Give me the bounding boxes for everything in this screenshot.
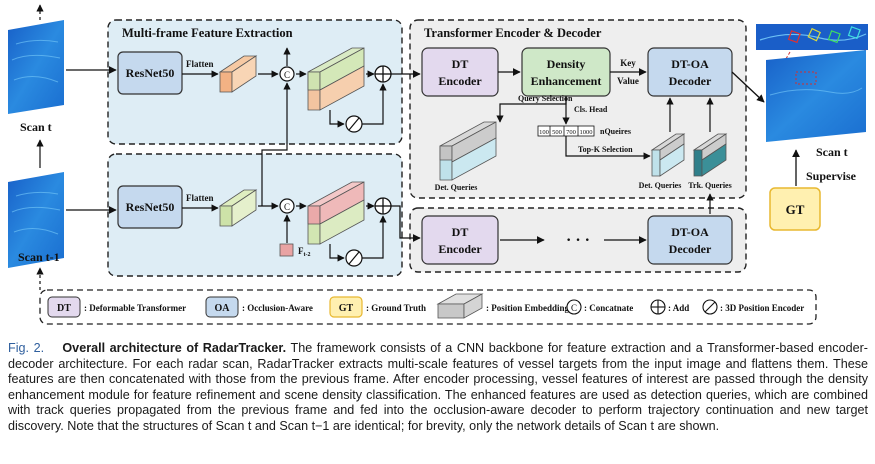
legend-dt-box	[47, 296, 81, 318]
legend-gt-label: GT	[339, 303, 354, 314]
dt-oa-top-l2: Decoder	[669, 74, 712, 88]
legend-gt-box	[329, 296, 363, 318]
nq-700: 700	[566, 129, 576, 136]
ellipsis-dots: · · ·	[566, 232, 590, 249]
legend-oa-box	[205, 296, 239, 318]
dt-oa-top-l1: DT-OA	[671, 57, 709, 71]
legend-gt-text: : Ground Truth	[366, 303, 426, 313]
pos-encoder-bottom	[329, 215, 387, 267]
topk-arrow	[565, 136, 651, 160]
legend-add-text: : Add	[668, 303, 689, 313]
dt-encoder-top-l2: Encoder	[438, 74, 482, 88]
transformer-title: Transformer Encoder & Decoder	[424, 26, 602, 40]
density-label-l1: Density	[547, 57, 586, 71]
figure-caption: Fig. 2. Overall architecture of RadarTra…	[8, 341, 868, 435]
supervise-label: Supervise	[806, 169, 857, 183]
dt-encoder-top-l1: DT	[452, 57, 469, 71]
concat-cube-bottom	[307, 181, 365, 245]
nq-100: 100	[539, 129, 549, 136]
query-selection-label: Query Selection	[518, 94, 573, 103]
resnet-block-bottom	[117, 185, 183, 229]
cls-head-label: Cls. Head	[574, 105, 608, 114]
key-label: Key	[620, 58, 636, 68]
density-enhancement-block	[521, 47, 611, 97]
legend-concat-symbol: C	[571, 303, 577, 313]
dt-oa-bottom-l2: Decoder	[669, 242, 712, 256]
add-circle-bottom	[374, 197, 392, 215]
legend-dt-text: : Deformable Transformer	[84, 303, 186, 313]
caption-label: Fig. 2.	[8, 341, 45, 355]
det-queries-label-right: Det. Queries	[639, 181, 682, 190]
legend-position-embedding-icon	[436, 293, 484, 319]
dt-encoder-bottom-l2: Encoder	[438, 242, 482, 256]
trk-queries-cube	[692, 133, 728, 177]
dt-oa-decoder-bottom	[647, 215, 733, 265]
legend-3d-encoder-text: : 3D Position Encoder	[720, 303, 804, 313]
flatten-label-top: Flatten	[186, 59, 214, 69]
legend-3d-encoder-icon	[702, 299, 718, 315]
scan-t-image	[8, 20, 64, 114]
f-t2-label: Ft-2	[298, 246, 311, 258]
feature-cube-green-bottom	[218, 189, 258, 227]
output-zoom-image	[756, 24, 868, 50]
caption-body: The framework consists of a CNN backbone…	[8, 341, 868, 433]
det-queries-cube-left	[439, 121, 497, 181]
trk-queries-label: Trk. Queries	[688, 181, 731, 190]
concat-cube-top	[307, 47, 365, 111]
dt-encoder-top	[421, 47, 499, 97]
gt-block	[769, 187, 821, 231]
value-label: Value	[617, 76, 639, 86]
multiframe-panel-top	[107, 19, 403, 145]
dt-oa-decoder-top	[647, 47, 733, 97]
dt-oa-bottom-l1: DT-OA	[671, 225, 709, 239]
legend-pos-text: : Position Embedding	[486, 303, 570, 313]
legend-add-icon	[650, 299, 666, 315]
decoder-to-output-arrow	[731, 71, 765, 103]
gt-label: GT	[786, 202, 805, 217]
f-t2-box	[279, 243, 294, 257]
dt-encoder-bottom	[421, 215, 499, 265]
frame-link-arrow	[261, 82, 291, 206]
scan-t1-image	[8, 172, 64, 268]
nq-500: 500	[552, 129, 562, 136]
resnet-label-bottom: ResNet50	[126, 200, 175, 214]
dt-encoder-bottom-l1: DT	[452, 225, 469, 239]
concat-circle-bottom	[279, 198, 295, 214]
architecture-diagram: Multi-frame Feature Extraction Transform…	[8, 4, 868, 325]
nqueries-table	[537, 125, 595, 137]
legend-concat-text: : Concatnate	[584, 303, 633, 313]
concat-symbol-bottom: C	[284, 202, 290, 212]
concat-symbol-top: C	[284, 70, 290, 80]
add-to-encoder-bottom	[391, 205, 421, 242]
resnet-block-top	[117, 51, 183, 95]
caption-title: Overall architecture of RadarTracker.	[62, 341, 287, 355]
multiframe-panel-bottom	[107, 153, 403, 277]
nq-1000: 1000	[580, 129, 593, 136]
scan-t-label: Scan t	[20, 120, 52, 134]
det-queries-label-left: Det. Queries	[435, 183, 478, 192]
det-queries-cube-right	[650, 133, 686, 177]
scan-t1-label: Scan t-1	[18, 250, 60, 264]
legend-concat-icon	[566, 299, 582, 315]
legend-oa-label: OA	[215, 303, 231, 314]
concat-circle-top	[279, 66, 295, 82]
legend-dt-label: DT	[57, 303, 71, 314]
legend-oa-text: : Occlusion-Aware	[242, 303, 313, 313]
flatten-label-bottom: Flatten	[186, 193, 214, 203]
nqueries-label: nQueires	[600, 127, 631, 136]
output-scan-image	[766, 50, 866, 142]
topk-label: Top-K Selection	[578, 145, 633, 154]
density-label-l2: Enhancement	[531, 74, 602, 88]
feature-cube-orange-top	[218, 55, 258, 93]
add-circle-top	[374, 65, 392, 83]
pos-encoder-top	[329, 83, 387, 133]
resnet-label-top: ResNet50	[126, 66, 175, 80]
multiframe-title: Multi-frame Feature Extraction	[122, 26, 293, 40]
output-scan-label: Scan t	[816, 145, 848, 159]
